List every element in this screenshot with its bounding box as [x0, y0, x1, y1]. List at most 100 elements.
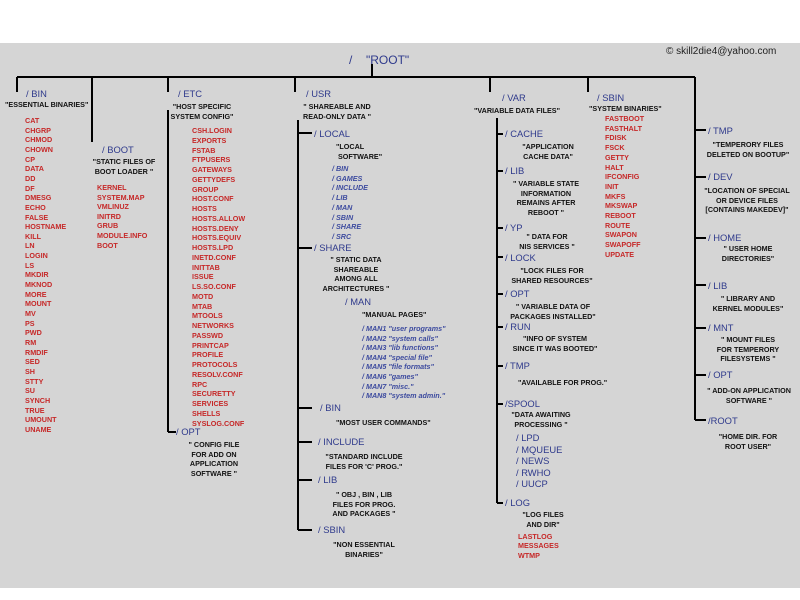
sbin-item: FASTHALT: [605, 123, 642, 133]
bin-item: SU: [25, 386, 35, 396]
etc-item: INETD.CONF: [192, 252, 236, 262]
etc-dir: / ETC: [178, 88, 202, 99]
etc-item: HOSTS.EQUIV: [192, 233, 242, 243]
etc-item: SYSLOG.CONF: [192, 418, 245, 428]
etc-item: MTOOLS: [192, 311, 223, 321]
bin-item: STTY: [25, 376, 44, 386]
sbin-item: FSCK: [605, 143, 625, 153]
boot-item: VMLINUZ: [97, 202, 129, 212]
right-home-dir: / HOME: [708, 232, 742, 243]
usr-man-dir: / MAN: [345, 296, 372, 307]
right-tmp-dir: / TMP: [708, 125, 733, 136]
var-tmp-dir: / TMP: [505, 360, 530, 371]
var-cache-dir: / CACHE: [505, 128, 544, 139]
bin-item: PS: [25, 318, 35, 328]
bin-item: HOSTNAME: [25, 222, 67, 232]
bin-item: KILL: [25, 231, 41, 241]
var-spool-item: / NEWS: [516, 455, 550, 467]
etc-item: HOST.CONF: [192, 194, 234, 204]
var-spool-item: / RWHO: [516, 466, 551, 478]
boot-item: SYSTEM.MAP: [97, 192, 145, 202]
etc-item: PRINTCAP: [192, 340, 229, 350]
bin-item: MKDIR: [25, 270, 49, 280]
etc-item: RPC: [192, 379, 208, 389]
bin-item: RMDIF: [25, 347, 48, 357]
bin-item: UMOUNT: [25, 415, 57, 425]
usr-sbin-dir: / SBIN: [318, 524, 346, 535]
boot-item: GRUB: [97, 221, 119, 231]
bin-item: RM: [25, 337, 37, 347]
sbin-item: MKFS: [605, 191, 626, 201]
usr-local-item: / MAN: [332, 202, 353, 212]
bin-dir: / BIN: [26, 88, 47, 99]
right-root-dir: /ROOT: [708, 415, 738, 426]
bin-item: SYNCH: [25, 395, 51, 405]
right-lib-dir: / LIB: [708, 280, 728, 291]
var-tmp-desc: "AVAILABLE FOR PROG.": [518, 378, 608, 387]
bin-item: DMESG: [25, 193, 52, 203]
etc-item: NETWORKS: [192, 321, 234, 330]
bin-item: FALSE: [25, 212, 49, 222]
right-opt-dir: / OPT: [708, 369, 733, 380]
etc-item: PROTOCOLS: [192, 360, 238, 369]
bin-item: DD: [25, 173, 36, 183]
etc-item: SERVICES: [192, 399, 229, 408]
etc-item: MOTD: [192, 291, 214, 301]
usr-local-item: / SRC: [332, 231, 352, 241]
boot-item: BOOT: [97, 240, 118, 250]
etc-item: HOSTS.DENY: [192, 223, 239, 233]
sbin-item: FASTBOOT: [605, 114, 645, 123]
boot-dir: / BOOT: [102, 144, 134, 155]
sbin-item: HALT: [605, 162, 624, 172]
bin-item: MKNOD: [25, 280, 53, 290]
sbin-item: SWAPON: [605, 230, 637, 240]
usr-bin-dir: / BIN: [320, 402, 341, 413]
boot-item: MODULE.INFO: [97, 231, 148, 240]
bin-item: LN: [25, 241, 35, 251]
var-opt-dir: / OPT: [505, 288, 530, 299]
diagram-panel: [0, 43, 800, 588]
usr-local-item: / SBIN: [332, 212, 354, 222]
bin-item: SED: [25, 357, 40, 367]
etc-item: HOSTS: [192, 204, 217, 213]
bin-item: MORE: [25, 289, 47, 299]
usr-man-desc: "MANUAL PAGES": [362, 310, 427, 319]
var-dir: / VAR: [502, 92, 526, 103]
sbin-item: INIT: [605, 181, 619, 191]
usr-dir: / USR: [306, 88, 332, 99]
bin-item: TRUE: [25, 405, 45, 415]
root-slash: /: [349, 53, 353, 67]
bin-item: SH: [25, 366, 35, 376]
bin-item: MOUNT: [25, 299, 52, 309]
var-spool-item: / LPD: [516, 432, 540, 443]
usr-man-item: / MAN4 "special file": [362, 352, 432, 362]
var-spool-item: / UUCP: [516, 478, 548, 490]
var-spool-dir: /SPOOL: [505, 398, 540, 409]
etc-item: GETTYDEFS: [192, 174, 236, 184]
var-lib-dir: / LIB: [505, 165, 525, 176]
usr-man-item: / MAN2 "system calls": [362, 333, 438, 343]
etc-item: MTAB: [192, 301, 213, 311]
sbin-item: IFCONFIG: [605, 172, 640, 182]
sbin-item: ROUTE: [605, 220, 631, 230]
boot-item: INITRD: [97, 211, 121, 221]
etc-item: ISSUE: [192, 272, 214, 282]
bin-item: DATA: [25, 164, 44, 174]
usr-local-item: / INCLUDE: [332, 183, 368, 193]
bin-item: LOGIN: [25, 251, 48, 261]
usr-local-item: / LIB: [332, 193, 348, 203]
etc-item: SECURETTY: [192, 389, 236, 399]
usr-man-item: / MAN6 "games": [362, 372, 418, 381]
etc-item: PASSWD: [192, 330, 224, 340]
etc-opt-dir: / OPT: [176, 426, 201, 437]
